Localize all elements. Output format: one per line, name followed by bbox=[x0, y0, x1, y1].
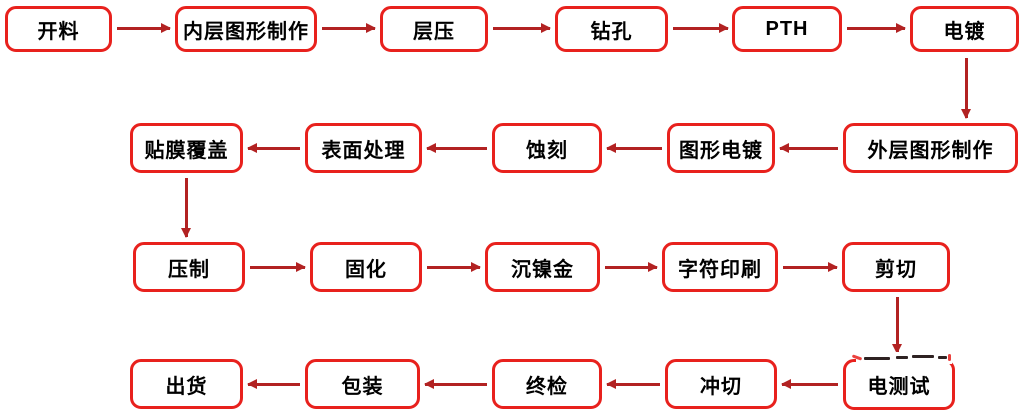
flow-arrow bbox=[427, 266, 480, 269]
node-cengya: 层压 bbox=[380, 6, 488, 52]
node-neiceng-tuxing-zhizuo: 内层图形制作 bbox=[175, 6, 317, 52]
node-yazhi: 压制 bbox=[133, 242, 245, 292]
flow-arrow bbox=[783, 266, 837, 269]
flow-arrow bbox=[607, 147, 662, 150]
flow-arrow bbox=[782, 383, 838, 386]
node-dianceshi: 电测试 bbox=[843, 359, 955, 410]
flow-arrow bbox=[607, 383, 660, 386]
node-guhua: 固化 bbox=[310, 242, 422, 292]
flow-arrow bbox=[780, 147, 838, 150]
watermark-remnant bbox=[864, 357, 890, 360]
flow-arrow bbox=[605, 266, 657, 269]
flow-arrow bbox=[322, 27, 375, 30]
watermark-remnant bbox=[896, 356, 908, 359]
flow-arrow bbox=[250, 266, 305, 269]
flow-arrow bbox=[117, 27, 170, 30]
node-tuxing-diandu: 图形电镀 bbox=[667, 123, 775, 173]
node-waiceng-tuxing-zhizuo: 外层图形制作 bbox=[843, 123, 1018, 173]
flow-arrow-down bbox=[896, 297, 899, 353]
flow-arrow bbox=[673, 27, 728, 30]
node-kailiao: 开料 bbox=[5, 6, 112, 52]
node-tiemo-fugai: 贴膜覆盖 bbox=[130, 123, 243, 173]
flow-arrow bbox=[493, 27, 550, 30]
flow-arrow bbox=[248, 147, 300, 150]
flow-arrow-down bbox=[185, 178, 188, 237]
watermark-remnant bbox=[938, 356, 947, 359]
node-biaomian-chuli: 表面处理 bbox=[305, 123, 422, 173]
node-zifu-yinshua: 字符印刷 bbox=[662, 242, 778, 292]
node-chuhuo: 出货 bbox=[130, 359, 243, 409]
watermark-remnant bbox=[912, 355, 934, 358]
flow-arrow bbox=[248, 383, 300, 386]
node-baozhuang: 包装 bbox=[305, 359, 420, 409]
node-jianqie: 剪切 bbox=[842, 242, 950, 292]
flow-arrow-down bbox=[965, 58, 968, 118]
node-shike: 蚀刻 bbox=[492, 123, 602, 173]
node-zhongjian: 终检 bbox=[492, 359, 602, 409]
node-zuankong: 钻孔 bbox=[555, 6, 668, 52]
flow-arrow bbox=[427, 147, 487, 150]
node-pth: PTH bbox=[732, 6, 842, 52]
node-diandu: 电镀 bbox=[910, 6, 1019, 52]
node-chenniejin: 沉镍金 bbox=[485, 242, 600, 292]
node-chongqie: 冲切 bbox=[665, 359, 777, 409]
flow-arrow bbox=[847, 27, 905, 30]
flow-arrow bbox=[425, 383, 487, 386]
watermark-remnant bbox=[948, 354, 951, 361]
